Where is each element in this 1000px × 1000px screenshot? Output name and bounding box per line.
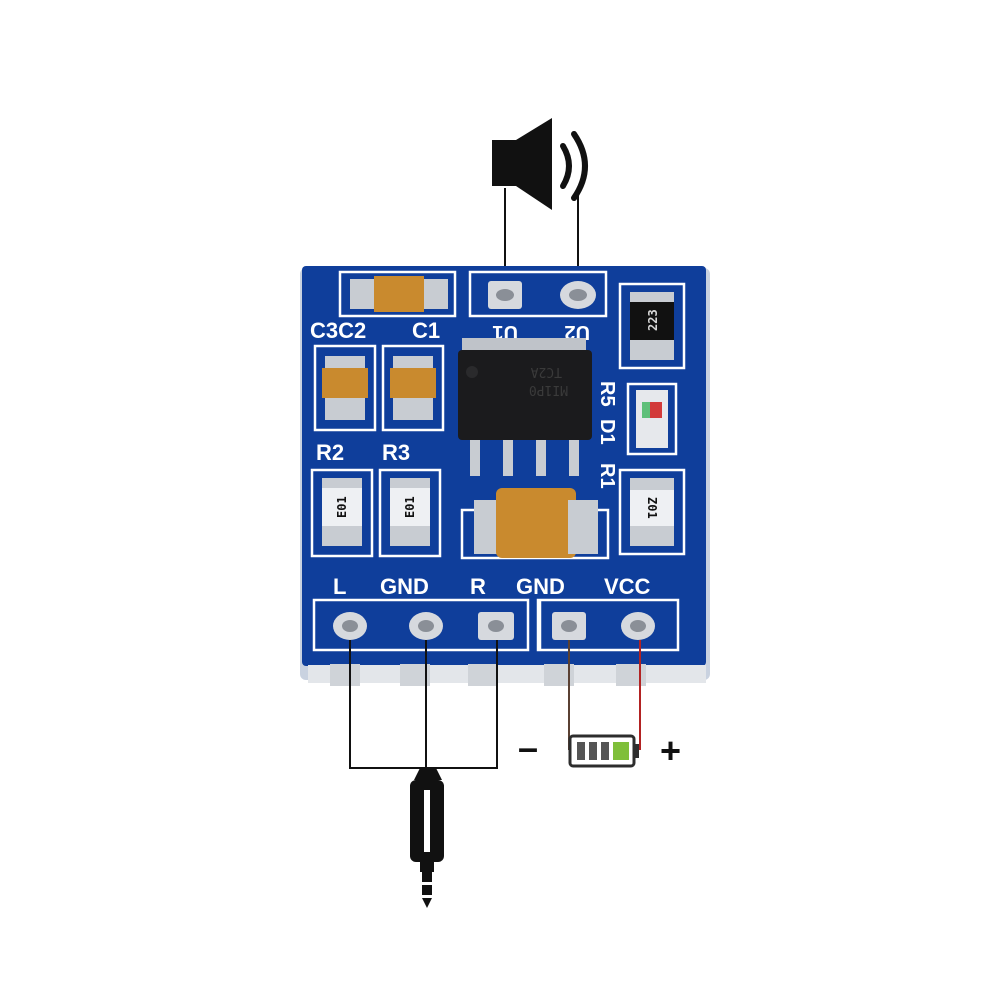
- label-u2: U2: [564, 321, 590, 343]
- pad-vcc: [621, 612, 655, 640]
- label-d1: D1: [596, 419, 618, 445]
- label-l: L: [333, 574, 346, 599]
- cap-c2: [390, 356, 436, 420]
- chip-marking-2: MI1P0: [529, 382, 568, 397]
- resistor-r2: E01: [322, 478, 362, 546]
- pad-l: [333, 612, 367, 640]
- res-r5-outline: [618, 282, 686, 370]
- cap-big: [474, 488, 598, 558]
- label-c3c2: C3C2: [310, 318, 366, 343]
- amplifier-chip: TC2A MI1P0: [458, 338, 592, 476]
- label-r2: R2: [316, 440, 344, 465]
- chip-marking-1: TC2A: [531, 364, 562, 379]
- resistor-r5: 223: [630, 292, 674, 360]
- res-r5-code: 223: [646, 309, 660, 331]
- battery-plus-sign: +: [660, 730, 681, 771]
- resistor-r1: Z01: [630, 478, 674, 546]
- pad-u1: [488, 281, 522, 309]
- battery-minus-sign: –: [518, 727, 538, 768]
- cap-c1-outline: [338, 270, 457, 318]
- cap-c3-outline: [313, 344, 377, 432]
- audio-jack-icon: [410, 768, 444, 908]
- res-r1-code: Z01: [645, 497, 659, 519]
- header-pins: [308, 664, 706, 686]
- resistor-r3: E01: [390, 478, 430, 546]
- res-r1-outline: [618, 468, 686, 556]
- battery-icon: [568, 734, 639, 768]
- led-d1-outline: [626, 382, 678, 456]
- pad-u2: [560, 281, 596, 309]
- label-r3: R3: [382, 440, 410, 465]
- audio-wires: [349, 640, 498, 769]
- label-r1: R1: [596, 463, 618, 489]
- label-vcc: VCC: [604, 574, 651, 599]
- pcb-board: C3C2 C1 U1 U2 TC2A MI1P0: [300, 266, 710, 686]
- cap-c3: [322, 356, 368, 420]
- speaker-icon: [492, 118, 588, 210]
- label-u1: U1: [492, 321, 518, 343]
- label-c1: C1: [412, 318, 440, 343]
- label-r5: R5: [596, 381, 618, 407]
- header-box-power: [536, 598, 680, 652]
- cap-c1: [350, 276, 448, 312]
- pad-gnd-2: [552, 612, 586, 640]
- cap-c2-outline: [381, 344, 445, 432]
- led-d1: [636, 390, 668, 448]
- res-r2-code: E01: [335, 496, 349, 518]
- res-r3-outline: [378, 468, 442, 558]
- pad-gnd-1: [409, 612, 443, 640]
- label-r: R: [470, 574, 486, 599]
- header-box-audio: [312, 598, 530, 652]
- label-gnd-2: GND: [516, 574, 565, 599]
- pad-r: [478, 612, 514, 640]
- res-r3-code: E01: [403, 496, 417, 518]
- label-gnd-1: GND: [380, 574, 429, 599]
- speaker-pad-box: [468, 270, 608, 318]
- res-r2-outline: [310, 468, 374, 558]
